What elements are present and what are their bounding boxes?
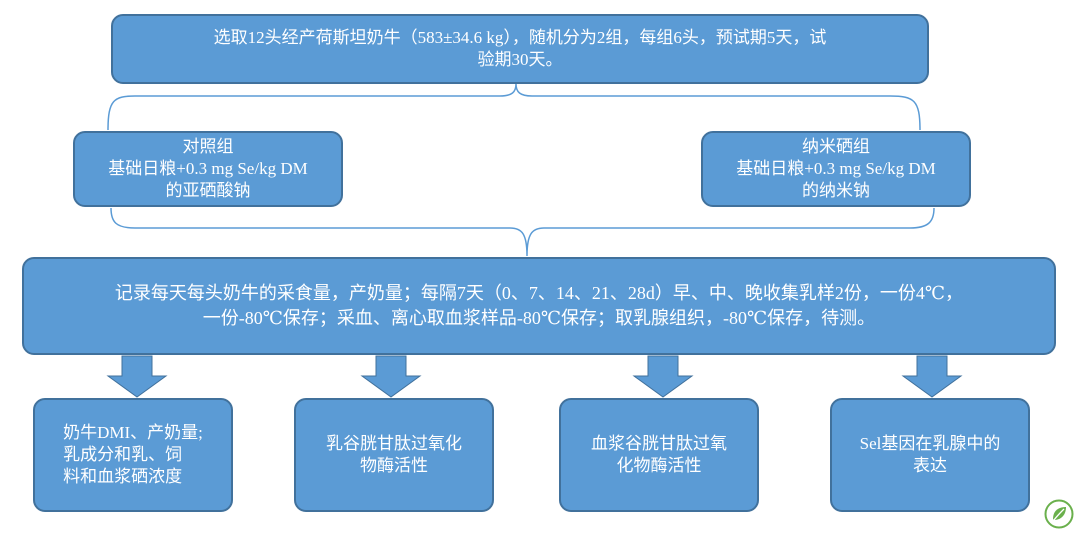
down-arrow-3	[632, 355, 694, 398]
outcome-box-milk-gsh-px: 乳谷胱甘肽过氧化 物酶活性	[294, 398, 494, 512]
nano-group-title: 纳米硒组	[802, 137, 870, 156]
control-group-title: 对照组	[182, 137, 234, 156]
study-design-line-2: 验期30天。	[477, 50, 563, 69]
outcome-4-line-2: 表达	[913, 456, 947, 475]
study-design-line-1: 选取12头经产荷斯坦奶牛（583±34.6 kg），随机分为2组，每组6头，预试…	[213, 28, 827, 47]
outcome-1-line-3: 料和血浆硒浓度	[63, 467, 183, 486]
nano-group-source: 的纳米钠	[802, 181, 870, 200]
nano-selenium-group-box: 纳米硒组 基础日粮+0.3 mg Se/kg DM 的纳米钠	[701, 131, 971, 207]
nano-group-diet: 基础日粮+0.3 mg Se/kg DM	[736, 159, 936, 178]
outcome-4-line-1: Sel基因在乳腺中的	[859, 434, 1001, 453]
sampling-procedure-box: 记录每天每头奶牛的采食量，产奶量；每隔7天（0、7、14、21、28d）早、中、…	[22, 257, 1056, 355]
outcome-2-line-2: 物酶活性	[360, 456, 428, 475]
leaf-logo-icon	[1044, 499, 1074, 529]
middle-brace	[110, 207, 935, 257]
down-arrow-4	[901, 355, 963, 398]
top-brace	[107, 83, 921, 131]
outcome-box-sel-gene-expression: Sel基因在乳腺中的 表达	[830, 398, 1030, 512]
outcome-2-line-1: 乳谷胱甘肽过氧化	[326, 434, 462, 453]
outcome-1-line-2: 乳成分和乳、饲	[63, 445, 183, 464]
down-arrow-1	[106, 355, 168, 398]
sampling-line-2: 一份-80℃保存；采血、离心取血浆样品-80℃保存；取乳腺组织，-80℃保存，待…	[202, 308, 876, 328]
outcome-3-line-2: 化物酶活性	[616, 456, 702, 475]
outcome-box-intake-yield: 奶牛DMI、产奶量; 乳成分和乳、饲 料和血浆硒浓度	[33, 398, 233, 512]
sampling-line-1: 记录每天每头奶牛的采食量，产奶量；每隔7天（0、7、14、21、28d）早、中、…	[114, 283, 964, 303]
control-group-source: 的亚硒酸钠	[165, 181, 251, 200]
outcome-1-line-1: 奶牛DMI、产奶量;	[63, 423, 203, 442]
outcome-box-plasma-gsh-px: 血浆谷胱甘肽过氧 化物酶活性	[559, 398, 759, 512]
control-group-diet: 基础日粮+0.3 mg Se/kg DM	[108, 159, 308, 178]
down-arrow-2	[360, 355, 422, 398]
study-design-box: 选取12头经产荷斯坦奶牛（583±34.6 kg），随机分为2组，每组6头，预试…	[111, 14, 929, 84]
outcome-3-line-1: 血浆谷胱甘肽过氧	[591, 434, 727, 453]
control-group-box: 对照组 基础日粮+0.3 mg Se/kg DM 的亚硒酸钠	[73, 131, 343, 207]
